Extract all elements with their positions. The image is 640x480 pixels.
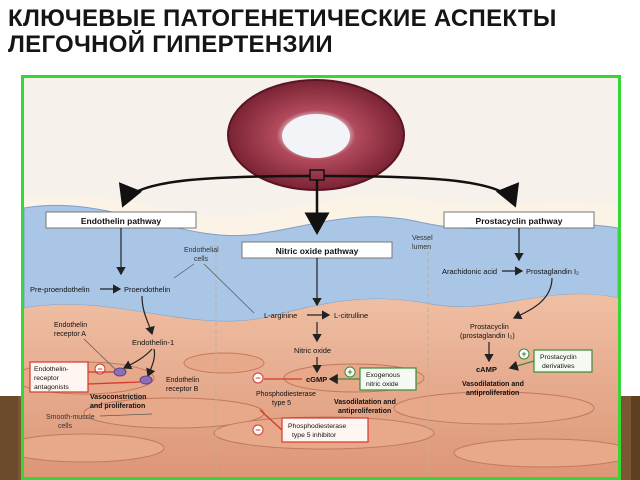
endothelial-cells-label: Endothelial bbox=[184, 247, 219, 254]
svg-text:antagonists: antagonists bbox=[34, 384, 69, 391]
inhibit-marker: − bbox=[252, 372, 264, 384]
pulmonary-hypertension-pathways-diagram: Endothelin pathway Nitric oxide pathway … bbox=[24, 78, 618, 477]
camp-label: cAMP bbox=[476, 365, 497, 374]
receptor-b-shape bbox=[139, 375, 153, 385]
svg-text:Prostacyclin pathway: Prostacyclin pathway bbox=[476, 216, 563, 226]
vessel-lumen-label: Vessel bbox=[412, 235, 433, 242]
endothelin-receptor-b-label: receptor B bbox=[166, 386, 199, 393]
inhibit-marker: − bbox=[252, 424, 264, 436]
svg-text:type 5 inhibitor: type 5 inhibitor bbox=[292, 432, 337, 439]
leader-line bbox=[99, 413, 153, 417]
arrow bbox=[512, 277, 553, 320]
nitric-oxide-pathway-header: Nitric oxide pathway bbox=[241, 241, 393, 259]
leader-line bbox=[83, 338, 117, 371]
svg-text:nitric oxide: nitric oxide bbox=[366, 381, 399, 388]
arrow-to-endothelin bbox=[118, 174, 311, 208]
svg-text:−: − bbox=[255, 425, 260, 435]
stimulation-arrow bbox=[508, 360, 535, 371]
svg-text:+: + bbox=[521, 349, 526, 359]
endothelin-receptor-b-label: Endothelin bbox=[166, 377, 199, 384]
vessel-cross-section-image bbox=[227, 79, 405, 191]
endothelin-receptor-a-label: receptor A bbox=[54, 331, 86, 338]
vasodilatation-pc-label: antiproliferation bbox=[466, 390, 519, 397]
diagram-frame: Endothelin pathway Nitric oxide pathway … bbox=[21, 75, 621, 480]
stimulate-marker: + bbox=[518, 348, 530, 360]
slide-title: КЛЮЧЕВЫЕ ПАТОГЕНЕТИЧЕСКИЕ АСПЕКТЫ ЛЕГОЧН… bbox=[8, 6, 638, 58]
l-arginine-label: L-arginine bbox=[264, 311, 297, 320]
prostacyclin-derivatives-box: Prostacyclin derivatives bbox=[533, 349, 593, 373]
inhibition-line bbox=[259, 409, 283, 431]
smooth-muscle-cells-label: Smooth-muscle bbox=[46, 414, 95, 421]
pde5-label: type 5 bbox=[272, 400, 291, 407]
pde5-label: Phosphodiesterase bbox=[256, 391, 316, 398]
svg-text:−: − bbox=[97, 364, 102, 374]
cgmp-label: cGMP bbox=[306, 375, 327, 384]
svg-text:derivatives: derivatives bbox=[542, 363, 575, 370]
svg-text:Phosphodiesterase: Phosphodiesterase bbox=[288, 423, 346, 430]
smooth-muscle-cells-label: cells bbox=[58, 423, 73, 430]
vessel-lumen-label: lumen bbox=[412, 244, 431, 251]
vasoconstriction-label: Vasoconstriction bbox=[90, 394, 146, 401]
arrow-to-prostacyclin bbox=[323, 174, 520, 208]
vasodilatation-pc-label: Vasodilatation and bbox=[462, 381, 524, 388]
vasoconstriction-label: and proliferation bbox=[90, 403, 145, 410]
svg-text:Nitric oxide pathway: Nitric oxide pathway bbox=[276, 246, 359, 256]
vasodilatation-no-label: Vasodilatation and bbox=[334, 399, 396, 406]
prostacyclin-pathway-header: Prostacyclin pathway bbox=[443, 211, 595, 229]
prostaglandin-i2-label: Prostaglandin I₂ bbox=[526, 267, 579, 276]
leader-line bbox=[203, 263, 255, 314]
receptor-a-shape bbox=[113, 367, 127, 377]
nitric-oxide-label: Nitric oxide bbox=[294, 346, 331, 355]
svg-text:Exogenous: Exogenous bbox=[366, 372, 401, 379]
arachidonic-acid-label: Arachidonic acid bbox=[442, 267, 497, 276]
inhibition-line bbox=[87, 381, 141, 385]
endothelium-band bbox=[24, 204, 618, 322]
prostacyclin-label: (prostaglandin I₂) bbox=[460, 331, 515, 340]
slide-title-line-2: ЛЕГОЧНОЙ ГИПЕРТЕНЗИИ bbox=[8, 31, 333, 58]
endothelin-receptor-a-label: Endothelin bbox=[54, 322, 87, 329]
svg-text:−: − bbox=[255, 373, 260, 383]
proendothelin-label: Proendothelin bbox=[124, 285, 170, 294]
svg-text:+: + bbox=[347, 367, 352, 377]
svg-text:Endothelin-: Endothelin- bbox=[34, 366, 68, 373]
exogenous-nitric-oxide-box: Exogenous nitric oxide bbox=[359, 367, 417, 391]
slide-title-line-1: КЛЮЧЕВЫЕ ПАТОГЕНЕТИЧЕСКИЕ АСПЕКТЫ bbox=[8, 5, 557, 32]
arrow bbox=[122, 348, 153, 370]
arrow bbox=[141, 295, 155, 336]
arrow bbox=[146, 348, 156, 378]
endothelin-pathway-header: Endothelin pathway bbox=[45, 211, 197, 229]
leader-line bbox=[173, 263, 195, 279]
svg-text:receptor: receptor bbox=[34, 375, 60, 382]
svg-text:Prostacyclin: Prostacyclin bbox=[540, 354, 577, 361]
pre-proendothelin-label: Pre-proendothelin bbox=[30, 285, 90, 294]
endothelin-receptor-antagonists-box: Endothelin- receptor antagonists bbox=[29, 361, 89, 393]
l-citrulline-label: L-citrulline bbox=[334, 311, 368, 320]
prostacyclin-label: Prostacyclin bbox=[470, 322, 509, 331]
vasodilatation-no-label: antiproliferation bbox=[338, 408, 391, 415]
stimulate-marker: + bbox=[344, 366, 356, 378]
endothelial-cells-label: cells bbox=[194, 256, 209, 263]
svg-text:Endothelin pathway: Endothelin pathway bbox=[81, 216, 162, 226]
endothelin-1-label: Endothelin-1 bbox=[132, 338, 174, 347]
pde5-inhibitor-box: Phosphodiesterase type 5 inhibitor bbox=[281, 417, 369, 443]
